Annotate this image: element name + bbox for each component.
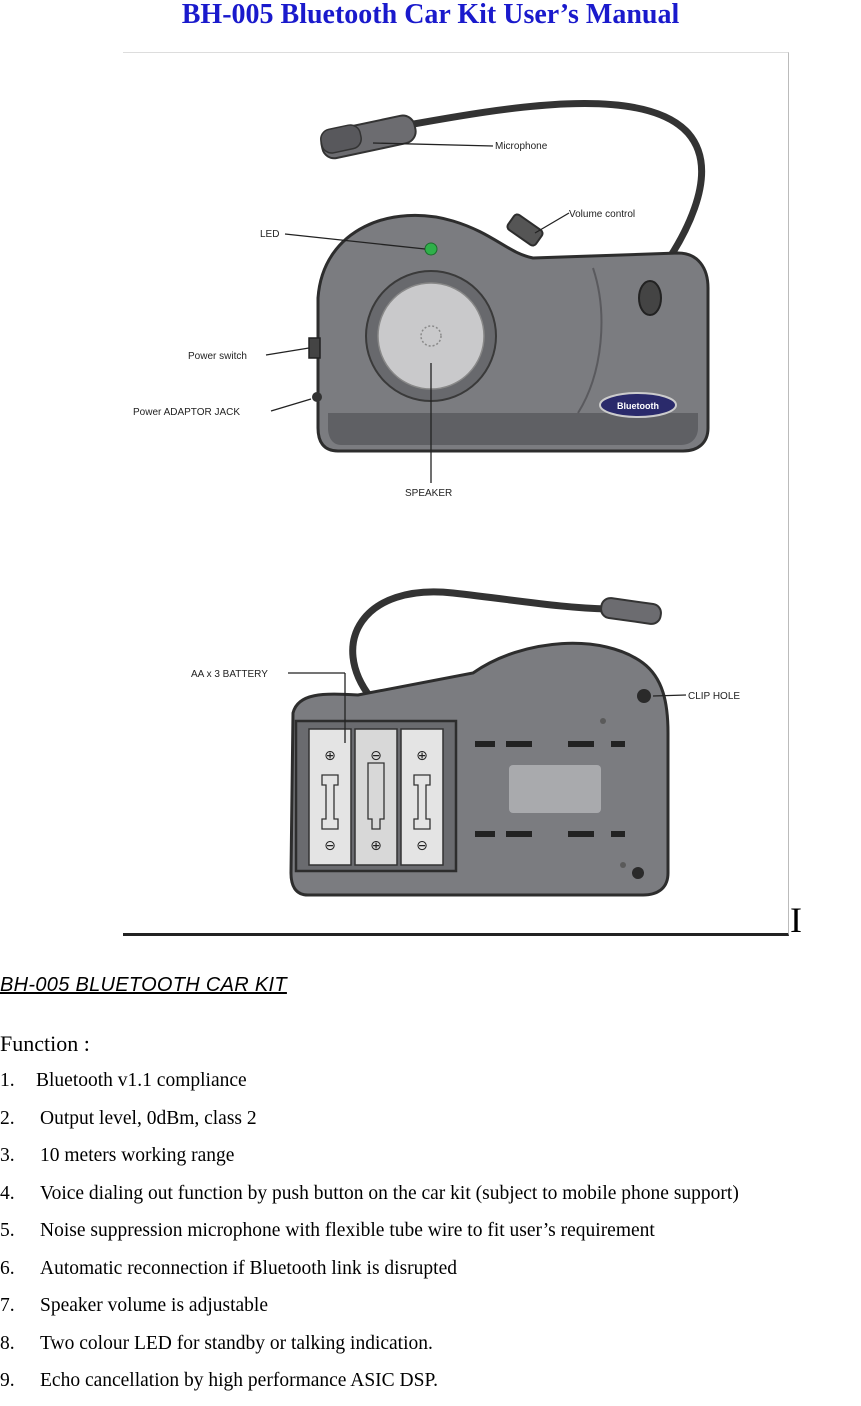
microphone-head: [320, 114, 417, 160]
list-item-number: 2.: [0, 1107, 15, 1129]
product-diagram: Bluetooth Microphone Volume control LED …: [123, 52, 789, 936]
svg-text:⊕: ⊕: [416, 748, 428, 764]
list-item-text: Two colour LED for standby or talking in…: [40, 1332, 433, 1354]
list-item-text: 10 meters working range: [40, 1145, 235, 1166]
list-item: 6. Automatic reconnection if Bluetooth li…: [0, 1256, 739, 1294]
callout-microphone: Microphone: [495, 141, 548, 152]
list-item-text: Voice dialing out function by push butto…: [40, 1182, 739, 1204]
callout-power-adaptor-jack: Power ADAPTOR JACK: [133, 407, 240, 418]
list-item-text: Output level, 0dBm, class 2: [40, 1107, 257, 1129]
document-title: BH-005 Bluetooth Car Kit User’s Manual: [181, 0, 680, 30]
section-heading: BH-005 BLUETOOTH CAR KIT: [0, 974, 301, 997]
list-item-number: 3.: [0, 1145, 15, 1166]
list-item-number: 9.: [0, 1370, 15, 1391]
list-item: 4. Voice dialing out function by push but…: [0, 1181, 739, 1219]
callout-volume-control: Volume control: [569, 209, 635, 220]
svg-text:⊖: ⊖: [324, 838, 336, 854]
list-item-number: 5.: [0, 1220, 15, 1241]
list-item: 1. Bluetooth v1.1 compliance: [0, 1068, 739, 1106]
list-item-text: Noise suppression microphone with flexib…: [40, 1220, 655, 1241]
list-item-text: Automatic reconnection if Bluetooth link…: [40, 1257, 458, 1279]
callout-speaker: SPEAKER: [405, 488, 452, 499]
battery-compartment: ⊕ ⊖ ⊖ ⊕ ⊕ ⊖: [308, 728, 444, 866]
side-mark: I: [790, 900, 802, 940]
list-item: 5. Noise suppression microphone with flex…: [0, 1218, 739, 1256]
list-item-number: 1.: [0, 1070, 15, 1091]
svg-text:⊕: ⊕: [324, 748, 336, 764]
car-kit-illustration: Bluetooth Microphone Volume control LED …: [133, 99, 740, 897]
callout-power-switch: Power switch: [188, 351, 247, 362]
svg-text:⊕: ⊕: [370, 838, 382, 854]
list-item: 2. Output level, 0dBm, class 2: [0, 1106, 739, 1144]
list-item: 7. Speaker volume is adjustable: [0, 1293, 739, 1331]
section-heading-text: BH-005 BLUETOOTH CAR KIT: [0, 974, 287, 996]
list-item: 8. Two colour LED for standby or talking …: [0, 1331, 739, 1369]
svg-text:⊖: ⊖: [370, 748, 382, 764]
list-item-number: 6.: [0, 1257, 15, 1279]
feature-list: 1. Bluetooth v1.1 compliance 2. Output lev…: [0, 1068, 739, 1406]
list-item-number: 8.: [0, 1332, 15, 1354]
list-item: 9. Echo cancellation by high performance …: [0, 1368, 739, 1406]
microphone-head-back: [600, 597, 662, 625]
list-item-text: Echo cancellation by high performance AS…: [40, 1370, 439, 1391]
list-item-text: Speaker volume is adjustable: [40, 1295, 268, 1316]
list-item-text: Bluetooth v1.1 compliance: [36, 1070, 247, 1091]
list-item-number: 4.: [0, 1182, 15, 1204]
svg-text:⊖: ⊖: [416, 838, 428, 854]
bluetooth-badge-text: Bluetooth: [617, 401, 659, 411]
callout-led: LED: [260, 229, 279, 240]
callout-clip-hole: CLIP HOLE: [688, 691, 740, 702]
list-item: 3. 10 meters working range: [0, 1143, 739, 1181]
list-item-number: 7.: [0, 1295, 15, 1316]
function-label: Function :: [0, 1031, 90, 1056]
callout-battery: AA x 3 BATTERY: [191, 669, 268, 680]
